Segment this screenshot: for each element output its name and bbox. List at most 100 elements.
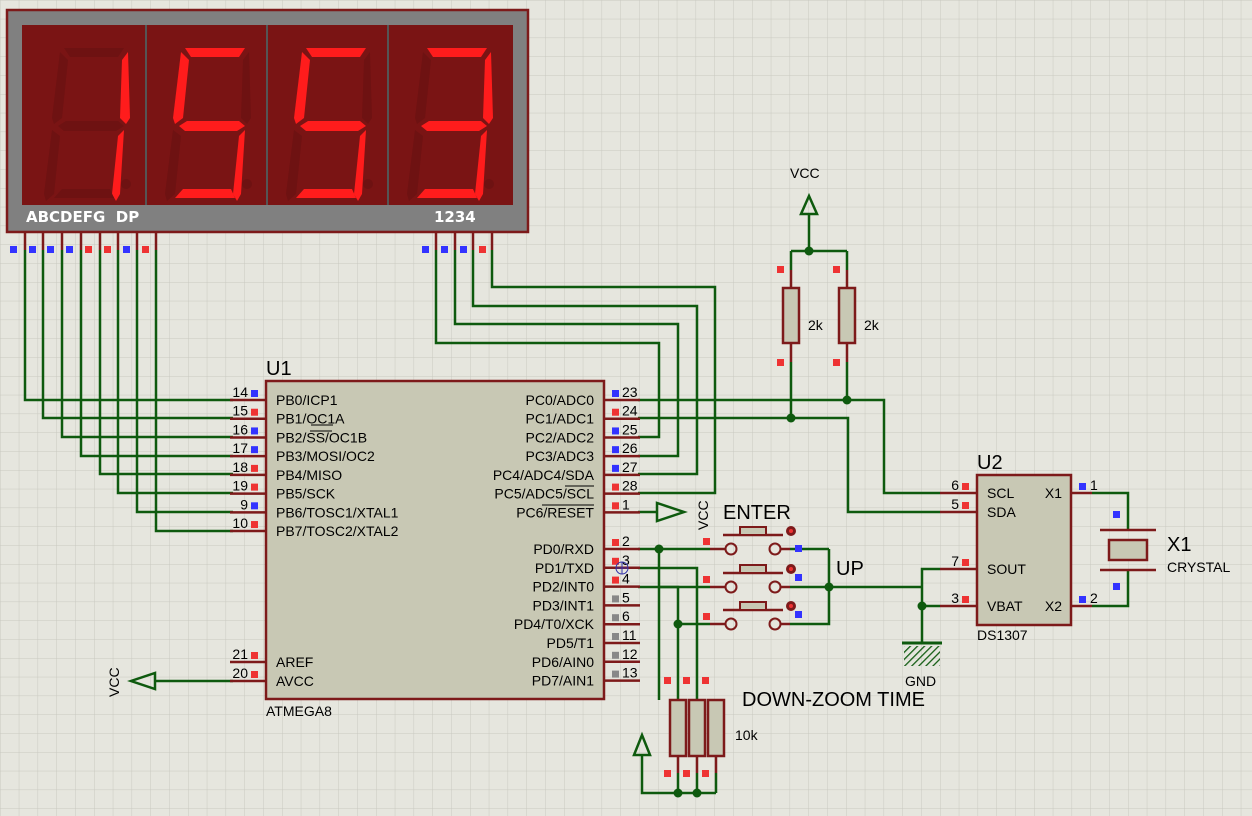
pin-number: 16 (232, 421, 248, 437)
pin-number: 28 (622, 478, 638, 494)
pin-number: 6 (622, 608, 630, 624)
pin-label: PB0/ICP1 (276, 392, 338, 408)
display-leads (23, 232, 494, 250)
pin-label: PD1/TXD (535, 560, 594, 576)
pin-label: PB7/TOSC2/XTAL2 (276, 523, 399, 539)
pin-number: 4 (622, 571, 630, 587)
pulldown-value: 10k (735, 727, 759, 743)
wires (23, 214, 1130, 795)
pin-label: PC3/ADC3 (526, 448, 595, 464)
u1-ref: U1 (266, 358, 292, 380)
u1-part: ATMEGA8 (266, 703, 332, 719)
pin-label: PC2/ADC2 (526, 429, 595, 445)
segment-c (354, 130, 366, 201)
pullup-2-value: 2k (864, 317, 880, 333)
segment-e (44, 130, 60, 201)
pin-label: SOUT (987, 561, 1026, 577)
digit-2 (145, 25, 252, 205)
pin-label: AVCC (276, 673, 314, 689)
pin-number: 6 (951, 477, 959, 493)
pulldown-resistor-pack[interactable]: 10k (664, 677, 759, 777)
segment-a (427, 48, 487, 57)
pullup-resistor-1[interactable]: 2k (777, 266, 824, 366)
segment-g (300, 121, 366, 131)
decimal-point (484, 179, 494, 189)
segment-b (120, 52, 130, 124)
segment-f (52, 52, 68, 124)
pin-number: 20 (232, 665, 248, 681)
button-up[interactable] (703, 564, 802, 594)
crystal-ref: X1 (1167, 534, 1191, 556)
vcc-reset-label: VCC (695, 500, 711, 530)
junctions (654, 246, 927, 798)
segment-c (233, 130, 245, 201)
pin-label: PD7/AIN1 (532, 673, 594, 689)
segment-a (185, 48, 245, 57)
button-down[interactable] (703, 601, 802, 631)
pullup-resistor-2[interactable]: 2k (833, 266, 880, 366)
pin-number: 24 (622, 403, 638, 419)
pin-number: 25 (622, 421, 638, 437)
segment-a (306, 48, 366, 57)
pin-label: PB6/TOSC1/XTAL1 (276, 504, 399, 520)
pin-number: 14 (232, 384, 248, 400)
u2-pin-x1: 1X1 (1045, 477, 1098, 501)
pin-number: 27 (622, 459, 638, 475)
digit-4 (387, 25, 494, 205)
digit-cells (44, 25, 494, 205)
segment-b (362, 52, 372, 124)
vcc-pulldown-terminal[interactable] (632, 731, 652, 757)
digit-1 (44, 48, 131, 201)
button-enter[interactable] (703, 526, 802, 556)
pin-number: 1 (1090, 477, 1098, 493)
display-pin-markers (10, 246, 486, 253)
pin-label: AREF (276, 654, 313, 670)
gnd-terminal[interactable]: GND (902, 641, 942, 689)
pin-label: PC6/RESET (516, 504, 594, 520)
pin-number: 2 (622, 533, 630, 549)
pin-number: 17 (232, 440, 248, 456)
pin-label: PD0/RXD (533, 541, 594, 557)
pin-label: PB2/SS/OC1B (276, 429, 367, 445)
pin-number: 19 (232, 478, 248, 494)
pin-number: 5 (951, 496, 959, 512)
seven-segment-display[interactable]: ABCDEFG DP 1234 (5, 8, 530, 253)
crystal-x1[interactable]: X1 CRYSTAL (1100, 511, 1230, 590)
decimal-point (242, 179, 252, 189)
segment-e (165, 130, 181, 201)
segment-d (54, 189, 114, 198)
vcc-top-terminal[interactable]: VCC (790, 165, 820, 216)
pin-label: PD5/T1 (547, 635, 595, 651)
mouse-cursor-icon (615, 561, 629, 575)
segment-f (173, 52, 189, 124)
pin-number: 3 (622, 552, 630, 568)
vcc-reset-terminal[interactable]: VCC (655, 500, 711, 530)
up-label: UP (836, 558, 864, 580)
decimal-point (121, 179, 131, 189)
vcc-avcc-terminal[interactable]: VCC (106, 667, 157, 697)
digit-pin-label: 1234 (434, 208, 476, 226)
